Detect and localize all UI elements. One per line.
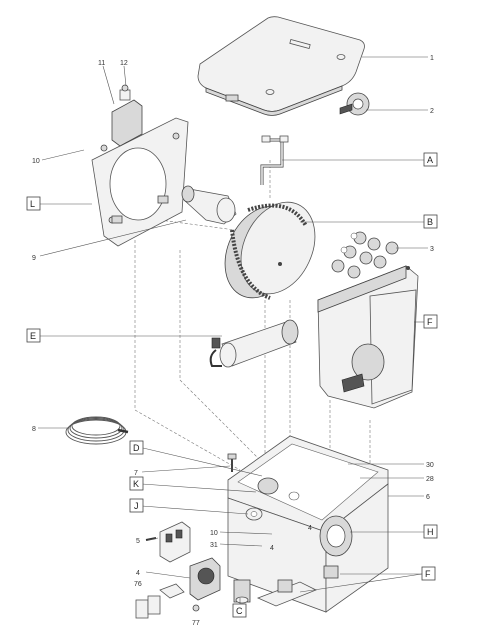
callout-5: 5 xyxy=(136,538,140,545)
letter-box-h: H xyxy=(423,524,438,539)
tube-connector-part-9 xyxy=(181,185,237,225)
letter-box-j: J xyxy=(129,498,144,513)
svg-text:F: F xyxy=(427,317,433,327)
callout-10-upper: 10 xyxy=(32,158,40,165)
mark-4-upper: 4 xyxy=(308,525,312,532)
letter-box-f-lower: F xyxy=(421,566,436,581)
letter-box-l: L xyxy=(26,196,41,211)
letter-box-f-upper: F xyxy=(423,314,438,329)
letter-box-d: D xyxy=(129,440,144,455)
callout-7: 7 xyxy=(134,470,138,477)
callout-30: 30 xyxy=(426,462,434,469)
connector-part-7 xyxy=(227,453,237,472)
svg-text:D: D xyxy=(133,443,140,453)
svg-text:K: K xyxy=(133,479,139,489)
callout-12: 12 xyxy=(120,60,128,67)
gasket-part-j xyxy=(245,507,263,521)
svg-text:J: J xyxy=(134,501,139,511)
callout-10-lower: 10 xyxy=(210,530,218,537)
letter-box-c: C xyxy=(232,603,247,618)
callout-76: 76 xyxy=(134,581,142,588)
svg-text:E: E xyxy=(30,331,36,341)
uv-clarifier-part-e xyxy=(209,319,299,368)
bent-tube-part-a xyxy=(260,135,289,185)
svg-text:L: L xyxy=(30,199,35,209)
svg-text:H: H xyxy=(427,527,434,537)
svg-text:F: F xyxy=(425,569,431,579)
callout-2: 2 xyxy=(430,108,434,115)
tape-roll-part xyxy=(339,92,370,116)
letter-box-k: K xyxy=(129,476,144,491)
main-housing-part xyxy=(227,435,389,613)
callout-3: 3 xyxy=(430,246,434,253)
letter-box-b: B xyxy=(423,214,438,229)
callout-11: 11 xyxy=(98,60,105,67)
clips-part-76 xyxy=(135,583,200,619)
callout-9: 9 xyxy=(32,255,36,262)
callout-8: 8 xyxy=(32,426,36,433)
letter-box-a: A xyxy=(423,152,438,167)
mark-4-lower: 4 xyxy=(270,545,274,552)
leader-lines xyxy=(38,56,428,604)
svg-text:C: C xyxy=(236,606,243,616)
callout-6: 6 xyxy=(426,494,430,501)
svg-text:B: B xyxy=(427,217,433,227)
coiled-hose-part-8 xyxy=(65,416,129,445)
drum-filter-part-b xyxy=(224,201,316,300)
pump-part-4 xyxy=(145,521,221,601)
callout-31: 31 xyxy=(210,542,218,549)
callout-77: 77 xyxy=(192,620,200,627)
callout-28: 28 xyxy=(426,476,434,483)
letter-box-e: E xyxy=(26,328,41,343)
svg-text:A: A xyxy=(427,155,433,165)
rollers-part-3 xyxy=(331,231,399,279)
frame-part-l xyxy=(91,84,189,247)
callout-1: 1 xyxy=(430,55,434,62)
callout-4: 4 xyxy=(136,570,140,577)
lid-part xyxy=(197,16,365,116)
chamber-part-f-upper xyxy=(317,265,419,409)
